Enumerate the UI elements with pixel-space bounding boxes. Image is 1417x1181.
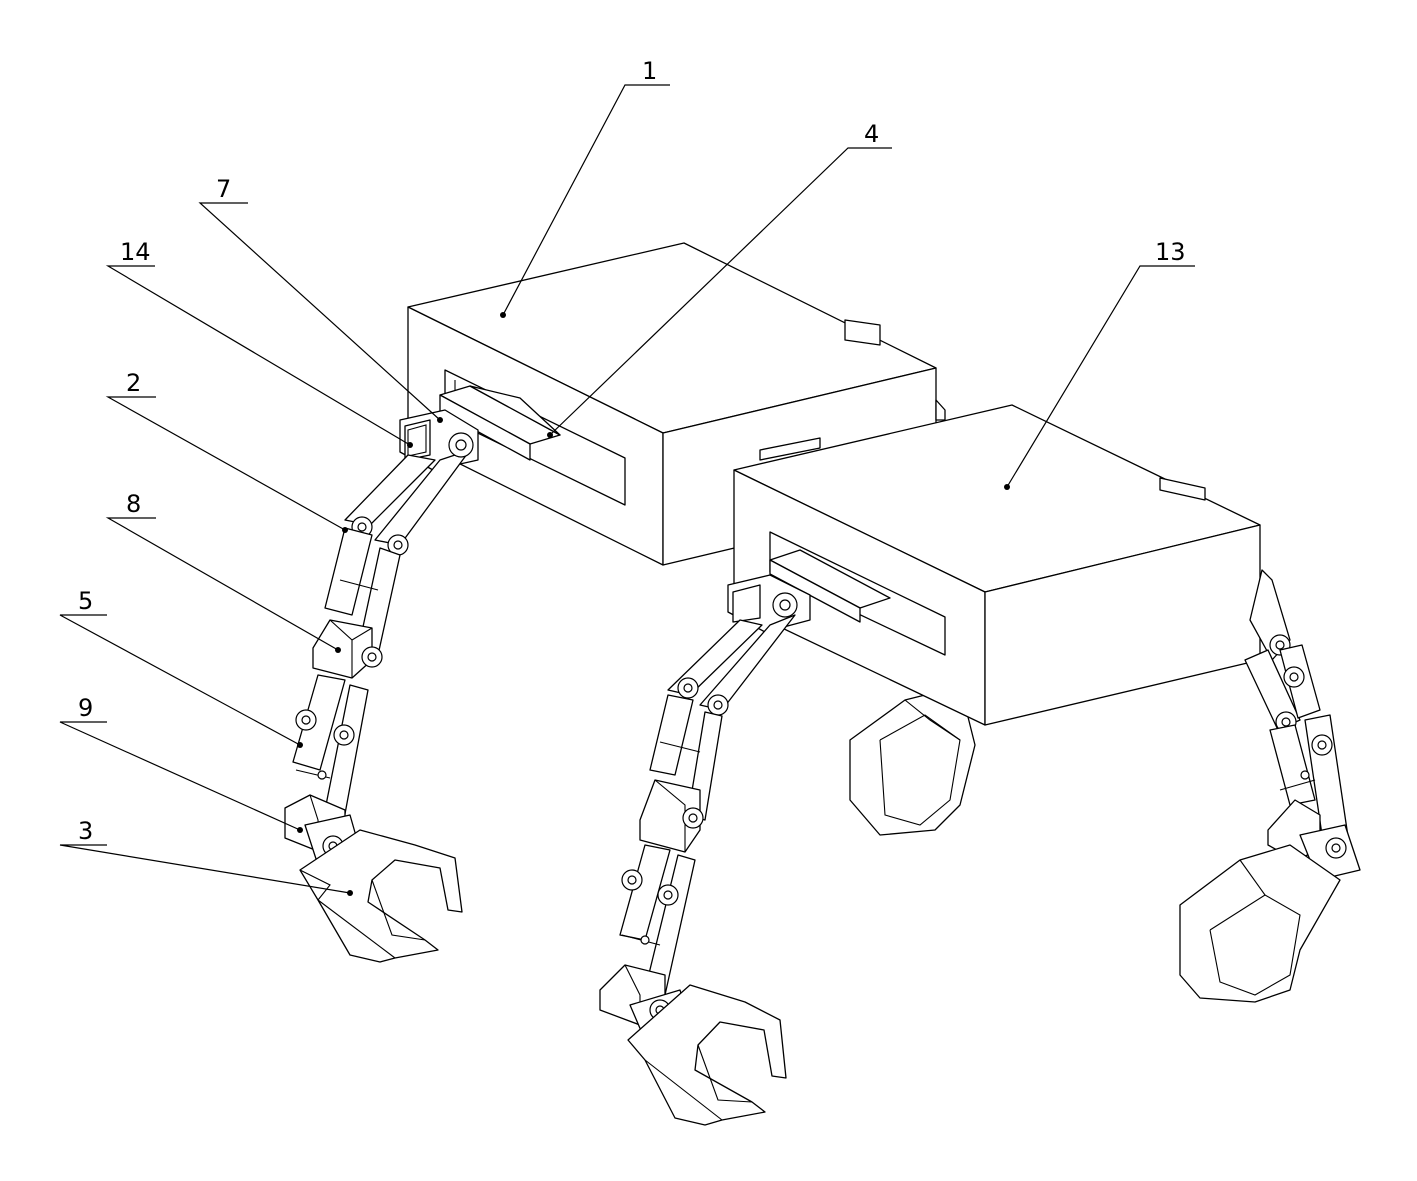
front-right-leg-assembly (1179, 569, 1361, 1003)
left-leg-assembly (284, 409, 479, 963)
label-2: 2 (126, 369, 141, 397)
front-left-leg-assembly (599, 574, 811, 1126)
front-body-box (733, 404, 1261, 726)
label-4: 4 (864, 120, 879, 148)
label-13: 13 (1155, 238, 1186, 266)
reference-numerals: 1 4 7 14 13 2 8 5 9 3 (78, 57, 1186, 845)
label-8: 8 (126, 490, 141, 518)
label-3: 3 (78, 817, 93, 845)
label-14: 14 (120, 238, 151, 266)
label-5: 5 (78, 587, 93, 615)
label-7: 7 (216, 175, 231, 203)
label-1: 1 (642, 57, 657, 85)
rear-left-gripper (849, 689, 976, 836)
leader-lines (59, 84, 1195, 896)
label-9: 9 (78, 694, 93, 722)
